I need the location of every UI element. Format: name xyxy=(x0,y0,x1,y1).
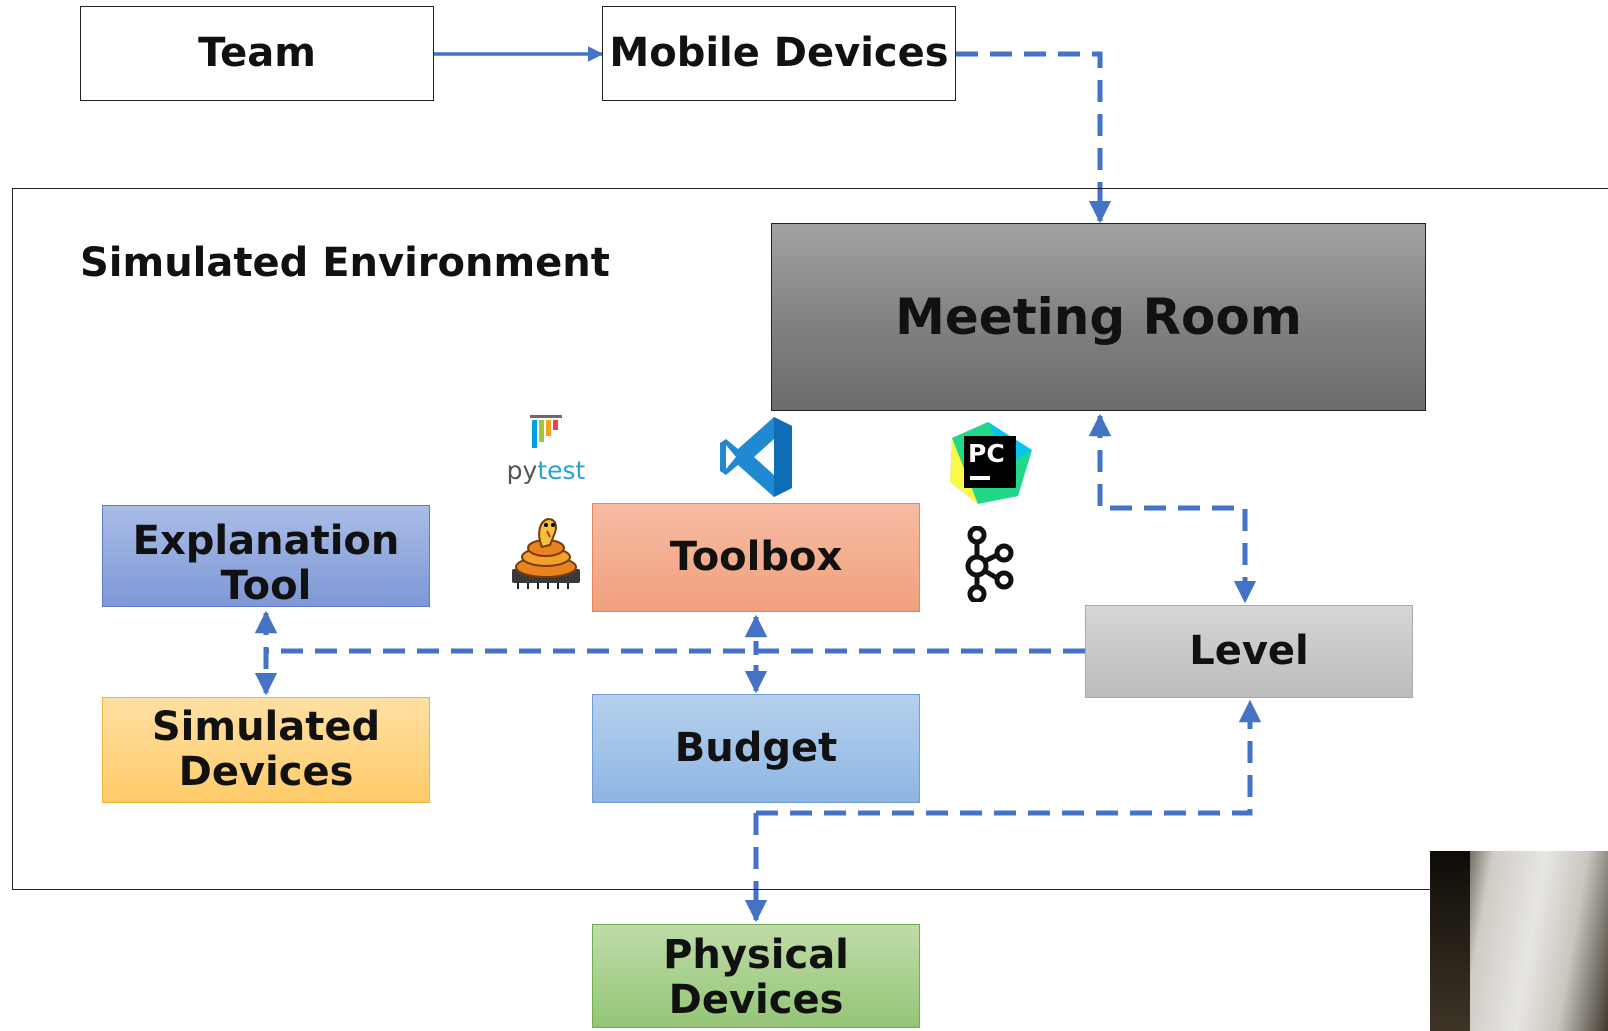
mobile-devices-label: Mobile Devices xyxy=(609,30,949,77)
webcam-overlay xyxy=(1430,851,1608,1031)
mobile-devices-box: Mobile Devices xyxy=(602,6,956,101)
simulated-devices-label: Simulated Devices xyxy=(151,704,381,795)
vscode-logo xyxy=(720,415,794,499)
pycharm-monogram: PC xyxy=(968,439,1005,468)
mobile-to-meeting-room-arrow xyxy=(956,51,1112,224)
meeting-room-level-arrow xyxy=(1088,413,1257,604)
explanation-tool-box: Explanation Tool xyxy=(102,505,430,609)
toolbox-box: Toolbox xyxy=(592,503,920,612)
simulated-devices-box: Simulated Devices xyxy=(102,697,430,803)
pytest-prefix: py xyxy=(506,456,538,485)
budget-to-level-arrow xyxy=(756,699,1262,816)
level-label: Level xyxy=(1189,628,1309,675)
budget-box: Budget xyxy=(592,694,920,803)
physical-devices-box: Physical Devices xyxy=(592,924,920,1028)
physical-devices-label: Physical Devices xyxy=(663,932,849,1023)
level-box: Level xyxy=(1085,605,1413,698)
kafka-logo xyxy=(965,525,1015,604)
meeting-room-label: Meeting Room xyxy=(895,288,1302,346)
team-label: Team xyxy=(198,30,316,77)
toolbox-label: Toolbox xyxy=(669,534,843,581)
pycharm-logo: PC xyxy=(948,420,1032,504)
pytest-suffix: test xyxy=(537,456,586,485)
simulated-environment-title: Simulated Environment xyxy=(80,240,610,286)
team-box: Team xyxy=(80,6,434,101)
pytest-bars-icon xyxy=(530,415,562,448)
micropython-snake-logo xyxy=(506,513,586,593)
explanation-tool-label: Explanation Tool xyxy=(132,518,400,609)
pytest-logo: pytest xyxy=(502,413,590,493)
simulated-environment-frame xyxy=(12,188,1608,890)
meeting-room-box: Meeting Room xyxy=(771,223,1426,411)
budget-label: Budget xyxy=(674,725,838,772)
